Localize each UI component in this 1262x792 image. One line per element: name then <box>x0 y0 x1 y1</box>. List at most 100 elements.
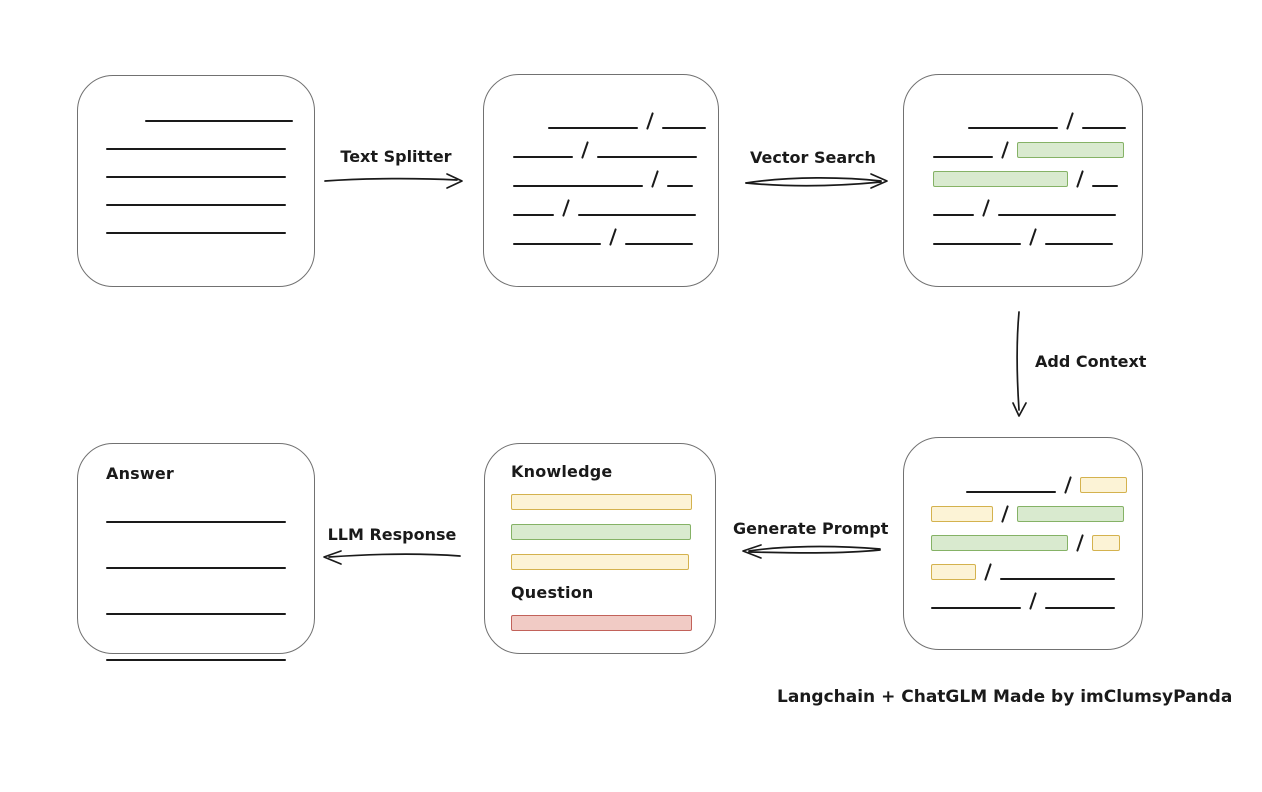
chunk-row <box>513 111 706 129</box>
chunk-rows <box>933 111 1126 245</box>
text-line <box>1045 607 1115 609</box>
text-line <box>513 185 643 187</box>
chunk-row <box>513 140 697 158</box>
yellow-highlight-chunk <box>1080 477 1127 493</box>
text-line <box>933 243 1021 245</box>
text-line <box>998 214 1116 216</box>
chunk-separator <box>1065 112 1075 129</box>
text-splitter-label: Text Splitter <box>340 147 452 166</box>
text-line <box>625 243 693 245</box>
green-highlight-chunk <box>511 524 691 540</box>
text-line <box>933 214 974 216</box>
answer-box: Answer <box>77 443 315 661</box>
chunk-row <box>106 551 288 569</box>
green-highlight-chunk <box>931 535 1068 551</box>
add-context-arrow <box>1012 311 1027 417</box>
chunk-row <box>513 227 693 245</box>
chunk-row <box>933 227 1116 245</box>
chunk-row <box>931 504 1124 522</box>
question-label: Question <box>511 583 594 602</box>
text-line <box>968 127 1058 129</box>
chunk-row <box>511 614 692 631</box>
text-line <box>1082 127 1126 129</box>
text-line <box>667 185 693 187</box>
prompt-box: Knowledge Question <box>484 443 716 654</box>
text-line <box>106 613 286 615</box>
indent-gap <box>933 128 961 129</box>
green-highlight-chunk <box>1017 142 1124 158</box>
text-line <box>966 491 1056 493</box>
green-highlight-chunk <box>1017 506 1124 522</box>
vector-search-arrow <box>745 173 888 189</box>
chunk-separator <box>1028 592 1038 609</box>
chunk-row <box>931 475 1127 493</box>
chunk-row <box>933 198 1116 216</box>
text-line <box>513 243 601 245</box>
green-highlight-chunk <box>933 171 1068 187</box>
text-line <box>145 120 293 122</box>
text-splitter-arrow <box>324 173 463 189</box>
chunk-row <box>106 132 288 150</box>
chunk-separator <box>1028 228 1038 245</box>
source-document-box <box>77 75 315 287</box>
chunk-row <box>513 169 693 187</box>
chunk-separator <box>1075 534 1085 551</box>
chunk-row <box>513 198 696 216</box>
answer-lines <box>106 505 288 661</box>
indent-gap <box>513 128 541 129</box>
chunk-row <box>933 111 1126 129</box>
split-chunks-box <box>483 74 719 287</box>
chunk-row <box>106 216 288 234</box>
yellow-highlight-chunk <box>931 506 993 522</box>
chunk-row <box>511 493 692 510</box>
chunk-row <box>931 562 1116 580</box>
chunk-separator <box>645 112 655 129</box>
generate-prompt-label: Generate Prompt <box>733 519 889 538</box>
add-context-label: Add Context <box>1035 352 1147 371</box>
question-bar <box>511 614 692 631</box>
indent-gap <box>106 121 138 122</box>
chunk-row <box>511 553 691 570</box>
text-line <box>578 214 696 216</box>
text-line <box>106 148 286 150</box>
text-line <box>1045 243 1113 245</box>
chunk-separator <box>1000 141 1010 158</box>
chunk-separator <box>1063 476 1073 493</box>
yellow-highlight-chunk <box>511 554 689 570</box>
chunk-rows <box>931 475 1127 609</box>
text-line <box>106 204 286 206</box>
text-line <box>513 214 554 216</box>
document-lines <box>106 104 293 234</box>
red-highlight-chunk <box>511 615 692 631</box>
chunk-row <box>931 533 1120 551</box>
text-line <box>662 127 706 129</box>
context-chunks-box <box>903 437 1143 650</box>
text-line <box>548 127 638 129</box>
text-line <box>106 521 286 523</box>
generate-prompt-arrow <box>742 544 881 559</box>
chunk-separator <box>650 170 660 187</box>
knowledge-bars <box>511 493 692 570</box>
chunk-row <box>106 643 288 661</box>
indent-gap <box>931 492 959 493</box>
yellow-highlight-chunk <box>511 494 692 510</box>
chunk-row <box>511 523 691 540</box>
llm-response-label: LLM Response <box>327 525 457 544</box>
chunk-row <box>933 169 1118 187</box>
chunk-row <box>931 591 1116 609</box>
diagram-caption: Langchain + ChatGLM Made by imClumsyPand… <box>777 687 1233 707</box>
vector-search-label: Vector Search <box>750 148 876 167</box>
chunk-row <box>106 505 288 523</box>
text-line <box>106 176 286 178</box>
chunk-separator <box>1000 505 1010 522</box>
chunk-row <box>106 104 293 122</box>
text-line <box>931 607 1021 609</box>
knowledge-label: Knowledge <box>511 462 613 481</box>
chunk-row <box>106 188 288 206</box>
text-line <box>1000 578 1115 580</box>
text-line <box>106 567 286 569</box>
chunk-separator <box>983 563 993 580</box>
text-line <box>106 659 286 661</box>
text-line <box>106 232 286 234</box>
